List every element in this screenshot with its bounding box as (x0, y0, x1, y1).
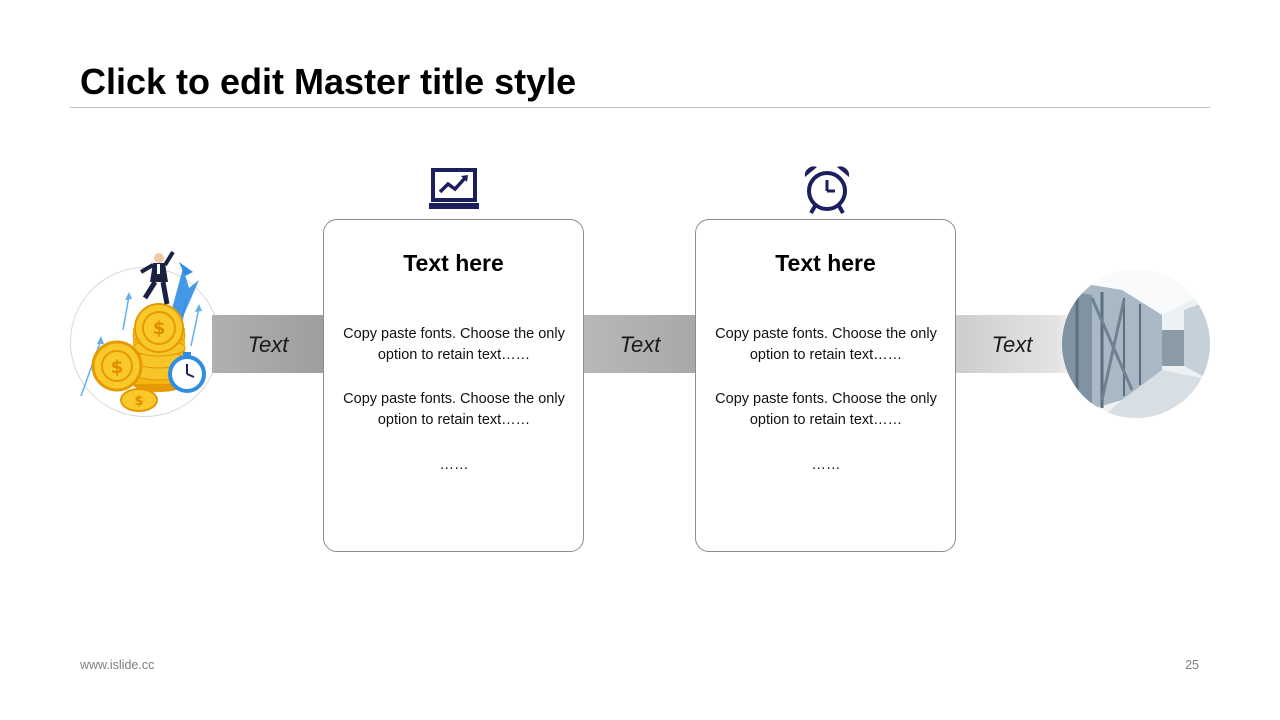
content-card-1: Text here Copy paste fonts. Choose the o… (323, 219, 584, 552)
content-card-2: Text here Copy paste fonts. Choose the o… (695, 219, 956, 552)
card-ellipsis[interactable]: …… (439, 457, 469, 473)
card-paragraph[interactable]: Copy paste fonts. Choose the only option… (343, 391, 565, 428)
svg-text:$: $ (134, 394, 143, 409)
footer-url: www.islide.cc (80, 658, 155, 672)
band-label[interactable]: Text (247, 332, 289, 357)
card-paragraph[interactable]: Copy paste fonts. Choose the only option… (343, 326, 565, 363)
monitor-chart-icon (428, 167, 480, 212)
page-number: 25 (1185, 658, 1199, 672)
slide-title[interactable]: Click to edit Master title style (80, 61, 577, 102)
connector-band-2: Text (584, 315, 696, 373)
connector-band-3: Text (956, 315, 1068, 373)
band-label[interactable]: Text (991, 332, 1033, 357)
card-paragraph[interactable]: Copy paste fonts. Choose the only option… (715, 391, 937, 428)
connector-band-1: Text (212, 315, 324, 373)
alarm-clock-icon (801, 163, 853, 216)
band-label[interactable]: Text (619, 332, 661, 357)
card-title[interactable]: Text here (775, 250, 876, 276)
card-paragraph[interactable]: Copy paste fonts. Choose the only option… (715, 326, 937, 363)
corridor-photo (1062, 270, 1210, 418)
title-divider (70, 107, 1210, 108)
svg-text:$: $ (153, 318, 166, 339)
card-title[interactable]: Text here (403, 250, 504, 276)
card-ellipsis[interactable]: …… (811, 457, 841, 473)
illustration-businessman-coins: $ $ $ (70, 250, 220, 417)
svg-text:$: $ (111, 357, 124, 378)
